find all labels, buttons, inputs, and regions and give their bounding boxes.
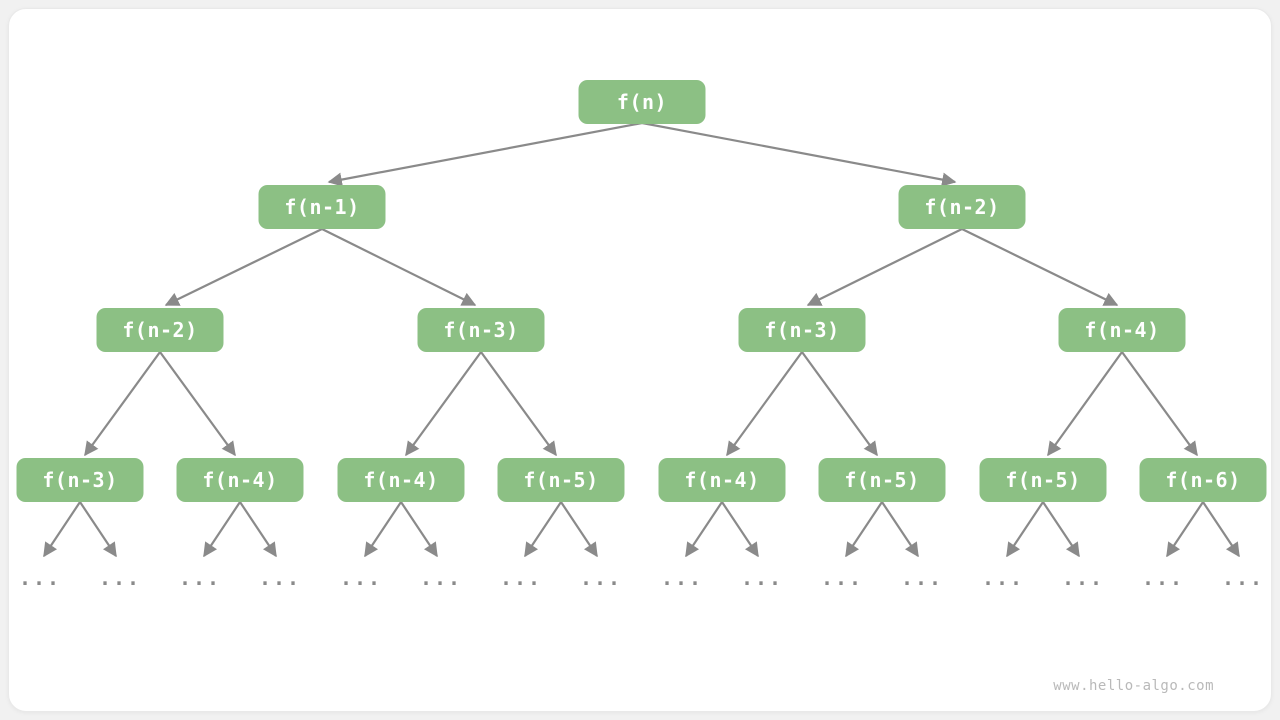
tree-node: f(n-4) [658,458,786,502]
tree-node: f(n-4) [337,458,465,502]
ellipsis: ... [981,566,1025,590]
ellipsis: ... [1061,566,1105,590]
ellipsis: ... [660,566,704,590]
ellipsis: ... [579,566,623,590]
ellipsis: ... [499,566,543,590]
ellipsis: ... [178,566,222,590]
ellipsis: ... [900,566,944,590]
ellipsis: ... [98,566,142,590]
watermark: www.hello-algo.com [1053,678,1214,694]
tree-node: f(n-5) [497,458,625,502]
ellipsis: ... [419,566,463,590]
tree-node: f(n-4) [176,458,304,502]
ellipsis: ... [740,566,784,590]
tree-node-root: f(n) [578,80,706,124]
tree-node: f(n-4) [1058,308,1186,352]
ellipsis: ... [18,566,62,590]
tree-node: f(n-3) [417,308,545,352]
tree-node: f(n-2) [96,308,224,352]
tree-node: f(n-3) [738,308,866,352]
tree-node: f(n-3) [16,458,144,502]
ellipsis: ... [258,566,302,590]
tree-node: f(n-1) [258,185,386,229]
ellipsis: ... [1221,566,1265,590]
tree-node: f(n-5) [979,458,1107,502]
tree-node: f(n-5) [818,458,946,502]
ellipsis: ... [820,566,864,590]
tree-node: f(n-6) [1139,458,1267,502]
tree-node: f(n-2) [898,185,1026,229]
ellipsis: ... [339,566,383,590]
ellipsis: ... [1141,566,1185,590]
